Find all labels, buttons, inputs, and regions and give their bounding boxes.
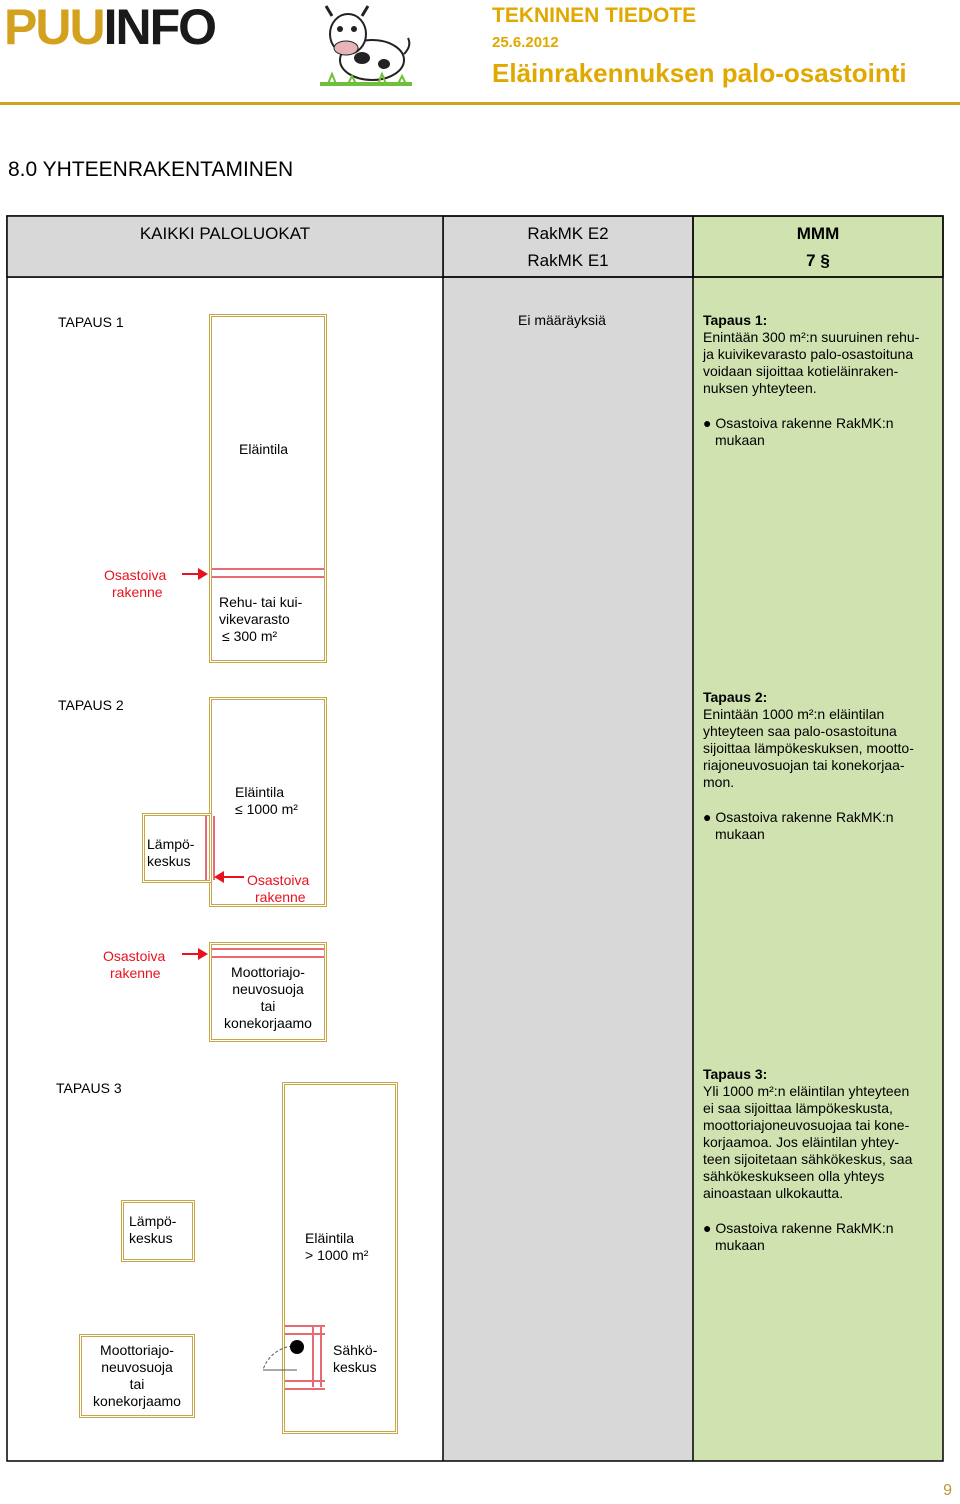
case2-fire-wall-horizontal: [212, 948, 324, 958]
case1-fire-wall: [212, 568, 324, 578]
case2-text-2: yhteyteen saa palo-osastoituna: [703, 723, 897, 739]
case2-heating-line1: Lämpö-: [147, 836, 195, 852]
case2-heating-line2: keskus: [147, 853, 191, 869]
header-rakmk-e1: RakMK E1: [527, 251, 609, 270]
grey-column: [443, 216, 693, 1461]
case3-text-1: Yli 1000 m²:n eläintilan yhteyteen: [703, 1083, 910, 1099]
case1-arrow-head-icon: [198, 568, 208, 580]
case2-fire-wall-vertical: [205, 816, 215, 880]
case3-heating-line2: keskus: [129, 1230, 173, 1246]
case3-animal-size: > 1000 m²: [305, 1247, 369, 1263]
case3-label: TAPAUS 3: [56, 1080, 122, 1096]
case3-text-7: ainoastaan ulkokautta.: [703, 1185, 844, 1201]
case3-garage-line2: neuvosuoja: [101, 1359, 173, 1375]
case2-bullet-2: mukaan: [715, 826, 765, 842]
case1-text-2: ja kuivikevarasto palo-osastoituna: [703, 346, 914, 362]
case3-electric-wall-top: [285, 1325, 325, 1335]
case3-text-3: moottoriajoneuvosuojaa tai kone-: [703, 1117, 910, 1133]
case3-electric-wall-bottom: [285, 1380, 325, 1390]
case2-text-5: mon.: [703, 774, 735, 790]
case3-heating-box: [121, 1200, 195, 1262]
case2-outer-compartment-1: Osastoiva: [103, 948, 166, 964]
case1-bullet-1: ● Osastoiva rakenne RakMK:n: [703, 415, 894, 431]
cow-mascot-icon: [320, 5, 412, 86]
case3-electric-line2: keskus: [333, 1359, 377, 1375]
case3-garage-box: [79, 1334, 195, 1418]
header-divider: [0, 102, 960, 105]
case1-text-1: Enintään 300 m²:n suuruinen rehu-: [703, 329, 920, 345]
case1-animal-space-label: Eläintila: [239, 441, 289, 457]
case1-bullet-2: mukaan: [715, 432, 765, 448]
case3-text-2: ei saa sijoittaa lämpökeskusta,: [703, 1100, 893, 1116]
case1-compartment-label-1: Osastoiva: [104, 567, 167, 583]
case2-inner-arrow-head-icon: [214, 871, 224, 883]
header-section: 7 §: [806, 251, 830, 270]
door-swing-icon: [262, 1340, 304, 1371]
case3-animal-space-box: [282, 1082, 398, 1434]
doc-type: TEKNINEN TIEDOTE: [492, 4, 697, 27]
case2-label: TAPAUS 2: [58, 697, 124, 713]
case1-title: Tapaus 1:: [703, 312, 768, 328]
case3-heating-line1: Lämpö-: [129, 1213, 177, 1229]
green-column: [693, 216, 943, 1461]
case2-inner-compartment-2: rakenne: [255, 889, 306, 905]
case1-storage-line2: vikevarasto: [219, 611, 290, 627]
case3-garage-line4: konekorjaamo: [93, 1393, 181, 1409]
case3-electric-wall-side: [312, 1325, 322, 1387]
doc-date: 25.6.2012: [492, 34, 559, 51]
case2-outer-arrow-head-icon: [198, 948, 208, 960]
case2-animal-space-box: [209, 697, 327, 907]
case2-outer-arrow-line: [182, 953, 198, 955]
case1-compartment-label-2: rakenne: [112, 584, 163, 600]
case3-garage-line3: tai: [129, 1376, 145, 1392]
case2-animal-space-label: Eläintila: [235, 784, 285, 800]
case3-text-6: sähkökeskukseen olla yhteys: [703, 1168, 885, 1184]
doc-title: Eläinrakennuksen palo-osastointi: [492, 58, 907, 88]
case3-text-5: teen sijoitetaan sähkökeskus, saa: [703, 1151, 913, 1167]
case2-inner-compartment-1: Osastoiva: [247, 872, 310, 888]
header-rakmk-e2: RakMK E2: [527, 224, 609, 243]
case2-text-4: riajoneuvosuojan tai konekorjaa-: [703, 757, 905, 773]
case2-bullet-1: ● Osastoiva rakenne RakMK:n: [703, 809, 894, 825]
case2-title: Tapaus 2:: [703, 689, 768, 705]
section-title: 8.0 YHTEENRAKENTAMINEN: [8, 158, 294, 181]
case1-text-3: voidaan sijoittaa kotieläinraken-: [703, 363, 899, 379]
case2-garage-line2: neuvosuoja: [232, 981, 304, 997]
case3-garage-line1: Moottoriajo-: [100, 1342, 174, 1358]
case2-heating-box: [142, 813, 212, 883]
puuinfo-logo: PUUINFO: [4, 0, 217, 55]
case3-bullet-1: ● Osastoiva rakenne RakMK:n: [703, 1220, 894, 1236]
case2-garage-line3: tai: [260, 998, 276, 1014]
case2-text-3: sijoittaa lämpökeskuksen, mootto-: [703, 740, 914, 756]
case1-text-4: nuksen yhteyteen.: [703, 380, 817, 396]
case1-storage-line1: Rehu- tai kui-: [219, 594, 303, 610]
case3-animal-space-label: Eläintila: [305, 1230, 355, 1246]
case2-inner-arrow-line: [224, 876, 244, 878]
header-mmm: MMM: [796, 224, 840, 243]
case2-text-1: Enintään 1000 m²:n eläintilan: [703, 706, 885, 722]
case1-no-rules: Ei määräyksiä: [518, 312, 606, 328]
case2-garage-line1: Moottoriajo-: [231, 964, 305, 980]
header-all-classes: KAIKKI PALOLUOKAT: [139, 224, 311, 243]
case3-text-4: korjaamoa. Jos eläintilan yhtey-: [703, 1134, 900, 1150]
case1-animal-space-box: [209, 314, 327, 663]
case2-garage-line4: konekorjaamo: [224, 1015, 312, 1031]
case2-garage-box: [209, 942, 327, 1042]
case2-animal-size: ≤ 1000 m²: [235, 801, 298, 817]
case2-outer-compartment-2: rakenne: [110, 965, 161, 981]
page-number: 9: [943, 1482, 952, 1499]
case1-arrow-line: [182, 573, 198, 575]
case1-label: TAPAUS 1: [58, 314, 124, 330]
case3-bullet-2: mukaan: [715, 1237, 765, 1253]
case3-title: Tapaus 3:: [703, 1066, 768, 1082]
case1-storage-size: ≤ 300 m²: [222, 628, 278, 644]
case3-electric-line1: Sähkö-: [333, 1342, 378, 1358]
